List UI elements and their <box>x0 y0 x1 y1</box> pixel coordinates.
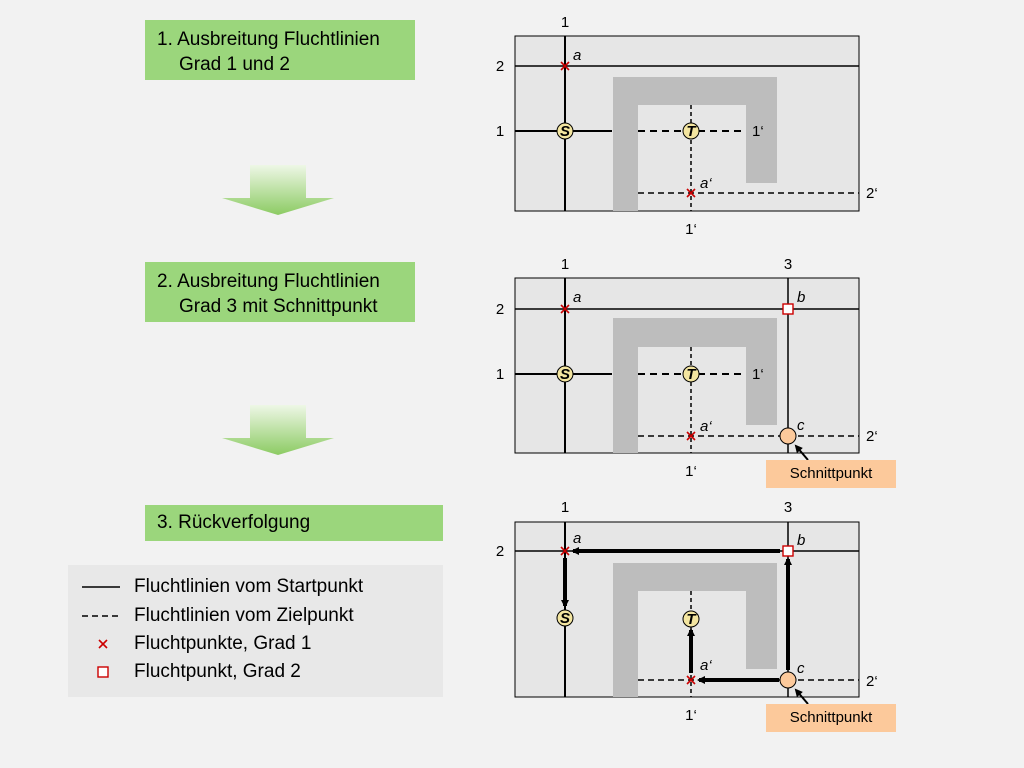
label-h2: 2 <box>496 543 504 560</box>
start-label: S <box>560 123 570 140</box>
x-mark-icon <box>98 639 108 649</box>
legend: Fluchtlinien vom Startpunkt Fluchtlinien… <box>68 565 443 697</box>
obstacle <box>613 77 777 211</box>
label-a: a <box>573 530 581 547</box>
legend-item-solid: Fluchtlinien vom Startpunkt <box>82 574 363 600</box>
step-1-line2: Grad 1 und 2 <box>179 54 290 75</box>
label-v1: 1 <box>561 499 569 516</box>
callout-pointer <box>794 688 809 705</box>
solid-line-icon <box>82 586 120 588</box>
label-h2p: 2‘ <box>866 673 878 690</box>
intersection-c <box>779 427 797 445</box>
label-v1: 1 <box>561 14 569 31</box>
schnittpunkt-callout: Schnittpunkt <box>766 704 896 732</box>
label-v1: 1 <box>561 256 569 273</box>
legend-label: Fluchtpunkte, Grad 1 <box>134 633 312 654</box>
obstacle <box>613 563 777 697</box>
obstacle <box>613 318 777 453</box>
step-2-box: 2. Ausbreitung Fluchtlinien Grad 3 mit S… <box>145 262 415 322</box>
intersection-c <box>779 671 797 689</box>
legend-item-square: Fluchtpunkt, Grad 2 <box>82 659 301 685</box>
legend-label: Fluchtpunkt, Grad 2 <box>134 661 301 682</box>
fluchtpunkt-ap <box>686 675 696 685</box>
label-h2p: 2‘ <box>866 185 878 202</box>
legend-label: Fluchtlinien vom Zielpunkt <box>134 605 354 626</box>
panel-3: S T 1 3 2 2‘ 1‘ a b c a‘ <box>496 499 878 724</box>
label-v3: 3 <box>784 499 792 516</box>
target-point-t <box>682 365 700 383</box>
label-a: a <box>573 289 581 306</box>
label-v1p: 1‘ <box>685 463 697 480</box>
step-2-line1: 2. Ausbreitung Fluchtlinien <box>157 271 380 292</box>
start-point-s <box>556 609 574 627</box>
label-h1p: 1‘ <box>752 123 764 140</box>
square-mark-icon <box>97 666 109 678</box>
callout-pointer <box>794 444 809 461</box>
label-b: b <box>797 532 805 549</box>
label-ap: a‘ <box>700 657 712 674</box>
schnittpunkt-callout: Schnittpunkt <box>766 460 896 488</box>
fluchtpunkt-ap <box>686 431 696 441</box>
fluchtpunkt-b <box>782 303 794 315</box>
label-v1p: 1‘ <box>685 707 697 724</box>
legend-label: Fluchtlinien vom Startpunkt <box>134 576 364 597</box>
label-h1: 1 <box>496 366 504 383</box>
label-c: c <box>797 417 805 434</box>
label-h2: 2 <box>496 58 504 75</box>
legend-item-x: Fluchtpunkte, Grad 1 <box>82 631 311 657</box>
down-arrow-icon <box>222 165 334 215</box>
step-1-box: 1. Ausbreitung Fluchtlinien Grad 1 und 2 <box>145 20 415 80</box>
label-b: b <box>797 289 805 306</box>
start-label: S <box>560 366 570 383</box>
step-1-line1: 1. Ausbreitung Fluchtlinien <box>157 29 380 50</box>
label-h1p: 1‘ <box>752 366 764 383</box>
label-c: c <box>797 660 805 677</box>
panel-1: S T 1 2 1 1‘ 2‘ 1‘ a a‘ <box>496 14 878 238</box>
target-label: T <box>686 611 697 628</box>
start-label: S <box>560 610 570 627</box>
fluchtpunkt-a <box>560 61 570 71</box>
label-ap: a‘ <box>700 418 712 435</box>
label-v3: 3 <box>784 256 792 273</box>
legend-item-dashed: Fluchtlinien vom Zielpunkt <box>82 603 354 629</box>
start-point-s <box>556 122 574 140</box>
label-a: a <box>573 47 581 64</box>
label-h2: 2 <box>496 301 504 318</box>
fluchtpunkt-b <box>782 545 794 557</box>
target-point-t <box>682 122 700 140</box>
target-point-t <box>682 610 700 628</box>
fluchtpunkt-a <box>560 546 570 556</box>
label-h2p: 2‘ <box>866 428 878 445</box>
target-label: T <box>686 123 697 140</box>
panel-2: S T 1 3 2 1 1‘ 2‘ 1‘ a b c a‘ <box>496 256 878 480</box>
fluchtpunkt-ap <box>686 188 696 198</box>
target-label: T <box>686 366 697 383</box>
step-3-box: 3. Rückverfolgung <box>145 505 443 541</box>
step-3-line1: 3. Rückverfolgung <box>157 512 311 533</box>
label-v1p: 1‘ <box>685 221 697 238</box>
label-ap: a‘ <box>700 175 712 192</box>
dashed-line-icon <box>82 615 120 617</box>
down-arrow-icon <box>222 405 334 455</box>
label-h1: 1 <box>496 123 504 140</box>
fluchtpunkt-a <box>560 304 570 314</box>
step-2-line2: Grad 3 mit Schnittpunkt <box>179 296 378 317</box>
panel-2-frame <box>514 277 860 454</box>
start-point-s <box>556 365 574 383</box>
